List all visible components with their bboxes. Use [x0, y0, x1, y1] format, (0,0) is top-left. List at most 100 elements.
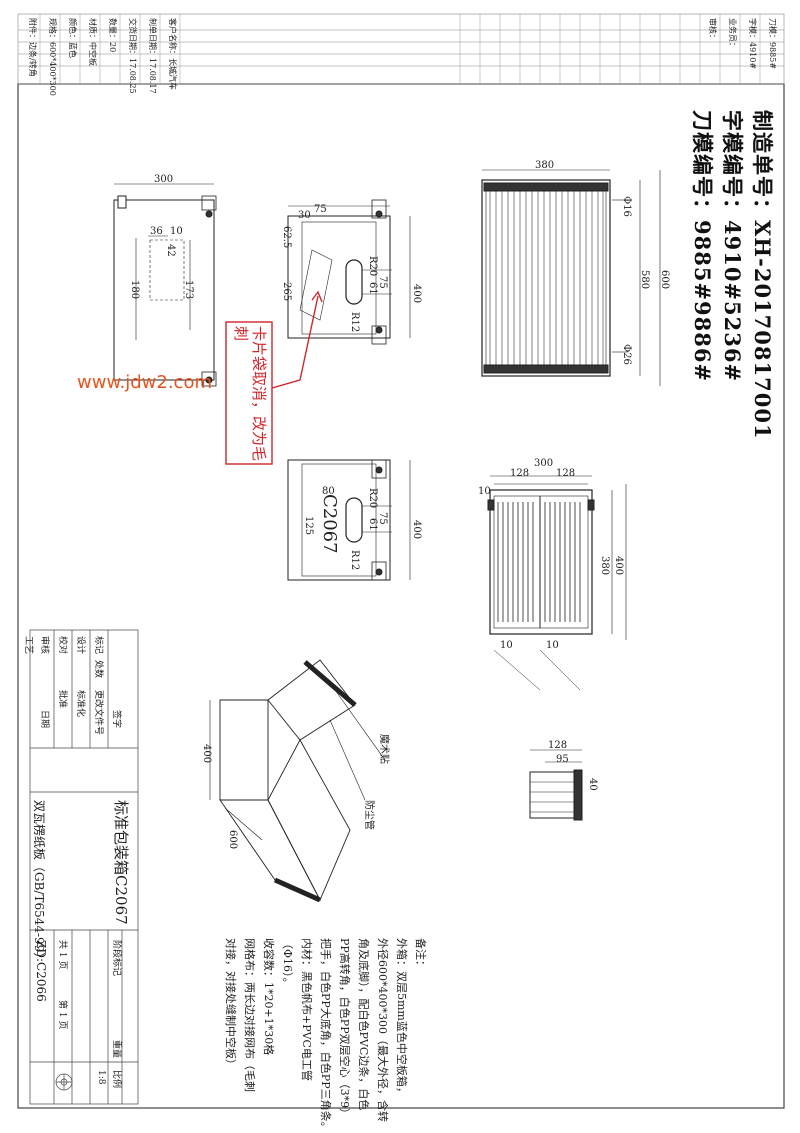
dim-p2-400: 400: [411, 284, 422, 304]
dim-end-128: 128: [548, 740, 568, 751]
dim-side-400: 400: [613, 556, 624, 576]
change-annotation: 卡片袋取消，改为毛刺: [232, 326, 268, 462]
dim-p2-30: 30: [298, 210, 311, 221]
spec-table-columns: [39, 14, 761, 84]
tb-sheet-total: 共 1 页: [57, 940, 67, 970]
dim-p3-r20: R20: [367, 488, 378, 509]
note-line: 外径600*400*300（最大外径，含转: [376, 938, 389, 1122]
tb-approve: 批准: [57, 690, 67, 709]
product-title: 标准包装箱C2067: [112, 800, 130, 925]
dim-iso-400: 400: [201, 744, 212, 764]
char-mold-number: 字模编号：4910#5236#: [720, 110, 745, 383]
dim-top-380: 380: [535, 160, 555, 171]
dim-p2-r12: R12: [349, 312, 360, 333]
left-table-row: 规格：600*400*300: [48, 18, 57, 96]
drawing-number: ZD:C2066: [34, 940, 48, 1002]
tb-sheet-no: 第 1 页: [57, 1000, 67, 1030]
note-line: 网格布：两长边对接网布（毛刺: [243, 938, 256, 1092]
dim-p1-42: 42: [165, 244, 176, 257]
tb-process: 工艺: [23, 636, 33, 655]
note-line: 外箱：双层5mm蓝色中空板箱，: [395, 938, 408, 1098]
dim-p2-r20: R20: [367, 256, 378, 277]
dim-p3-125: 125: [303, 516, 314, 536]
tb-check: 校对: [57, 636, 67, 655]
dim-p3-400: 400: [411, 520, 422, 540]
dim-end-40: 40: [587, 778, 598, 791]
side-panel-with-handle: [287, 199, 411, 345]
top-view: [481, 169, 661, 386]
dim-side-10a: 10: [478, 486, 491, 497]
tb-standard: 标准化: [75, 690, 85, 718]
dim-phi16: Φ16: [621, 196, 632, 217]
dim-p1-300: 300: [154, 174, 174, 185]
dim-side-300: 300: [534, 458, 554, 469]
note-line: （Φ16）。: [281, 938, 294, 989]
dim-p3-61: 61: [367, 518, 378, 531]
tb-quantity: 处数: [93, 660, 103, 679]
dim-side-380: 380: [599, 556, 610, 576]
tb-change-doc: 更改文件号: [93, 690, 103, 736]
tb-date: 日期: [39, 710, 49, 729]
note-line: 备注：: [414, 938, 427, 971]
dust-pipe-label: 防尘管: [363, 800, 374, 830]
dim-p2-61: 61: [367, 282, 378, 295]
notes-block: 备注： 外箱：双层5mm蓝色中空板箱， 外径600*400*300（最大外径，含…: [221, 938, 430, 1133]
left-table-row: 附件：边条/转角: [28, 18, 37, 77]
note-line: PP高转角，白色PP双层空心（3*9）: [338, 938, 351, 1120]
note-line: 把手，白色PP大底角，白色PP三角条。: [319, 938, 332, 1133]
order-number: 制造单号：XH-20170817001: [750, 110, 775, 440]
dim-p1-36: 36: [150, 226, 163, 237]
left-table-row: 刀模：9885#: [768, 18, 777, 70]
left-table-row: 业务员：: [728, 18, 737, 50]
dim-side-128a: 128: [510, 468, 530, 479]
dim-end-95: 95: [556, 754, 569, 765]
dim-side-10c: 10: [546, 640, 559, 651]
dim-top-600: 600: [659, 270, 670, 290]
tb-review: 审核: [39, 636, 49, 655]
dim-p1-173: 173: [183, 280, 194, 300]
side-view: [487, 475, 627, 691]
tb-ratio: 比例: [111, 1070, 121, 1089]
dim-p1-10: 10: [170, 226, 183, 237]
dim-p2-75: 75: [314, 204, 327, 215]
dim-p3-80: 80: [322, 486, 335, 497]
note-line: 对接，对接处缝制中空板）: [224, 938, 237, 1070]
side-panel-c2067: [287, 459, 411, 581]
watermark: www.jdw2.com: [77, 372, 212, 393]
change-callout: [225, 290, 323, 465]
left-table-row: 颜色：蓝色: [68, 18, 77, 58]
knife-mold-number: 刀模编号：9885#9886#: [690, 110, 715, 383]
panel-code: C2067: [319, 494, 340, 554]
left-table-row: 审核：: [708, 18, 717, 42]
tb-sign: 签字: [111, 710, 121, 729]
end-panel: [113, 183, 217, 387]
dim-side-10b: 10: [500, 640, 513, 651]
dim-top-580: 580: [639, 270, 650, 290]
dim-p2-62-5: 62.5: [281, 226, 292, 249]
dim-p2-265: 265: [281, 282, 292, 302]
left-table-row: 材质：中空板: [88, 18, 97, 66]
left-table-row: 制单日期：17.08.17: [148, 18, 157, 94]
end-view: [529, 749, 583, 821]
tb-stage-mark: 阶段标记: [111, 940, 121, 977]
folded-box-iso: [209, 659, 386, 903]
scale-value: 1:8: [96, 1070, 106, 1085]
dim-p3-r12: R12: [349, 550, 360, 571]
title-block: [29, 629, 139, 1105]
left-table-row: 交货日期：17.08.25: [128, 18, 137, 94]
tb-design: 设计: [75, 636, 85, 655]
dim-phi26: Φ26: [621, 344, 632, 365]
note-line: 收容数：1*20+1*30格: [262, 938, 275, 1056]
tb-mark: 标记: [93, 636, 103, 655]
spec-table: [17, 13, 785, 85]
left-table-row: 字模：4910#: [748, 18, 757, 70]
dim-side-128b: 128: [556, 468, 576, 479]
magic-sticker-label: 魔术贴: [378, 734, 389, 764]
left-table-row: 客户名称：长城汽车: [168, 18, 177, 90]
dim-p1-180: 180: [129, 280, 140, 300]
dim-iso-600: 600: [227, 830, 238, 850]
tb-weight: 重量: [111, 1040, 121, 1059]
dim-p2-75b: 75: [377, 276, 388, 289]
left-table-row: 数量：20: [108, 18, 117, 53]
